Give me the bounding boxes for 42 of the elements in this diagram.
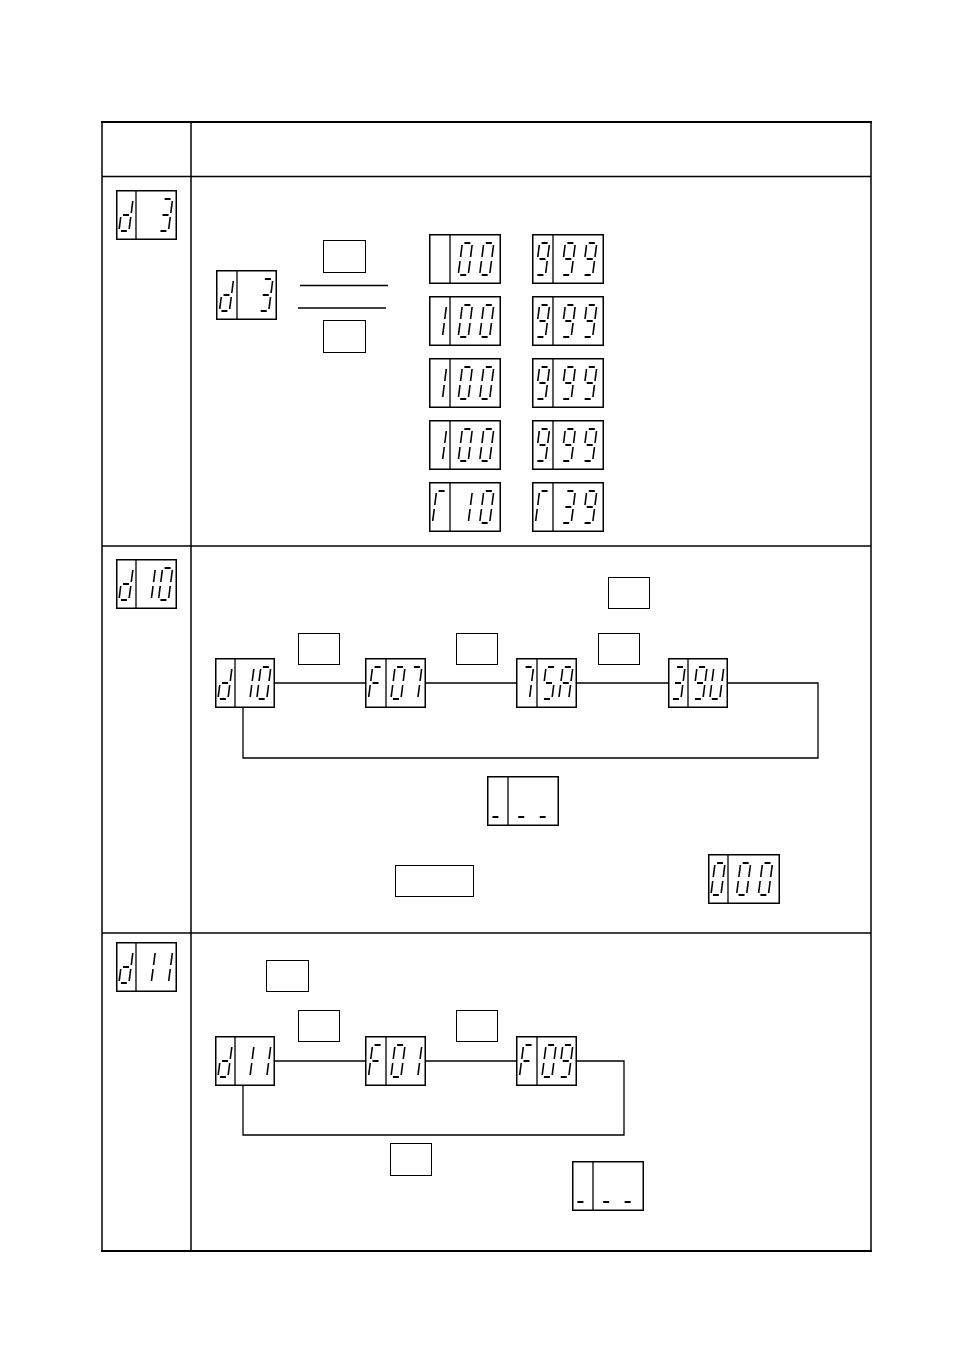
connector-line (576, 682, 669, 684)
connector-line (425, 682, 517, 684)
empty-box (266, 960, 309, 992)
connector-line (242, 1060, 625, 1136)
seven-segment-display (708, 854, 780, 904)
empty-box (456, 1010, 498, 1042)
seven-segment-display (572, 1161, 644, 1211)
seven-segment-display (215, 1036, 275, 1086)
seven-segment-display (429, 482, 501, 532)
connector-line (274, 682, 366, 684)
seven-segment-display (487, 776, 559, 826)
seven-segment-display (116, 942, 177, 992)
connector-line (274, 1060, 366, 1062)
seven-segment-display (365, 1036, 426, 1086)
empty-box (598, 633, 640, 665)
seven-segment-display (116, 190, 177, 240)
seven-segment-display (429, 296, 501, 346)
empty-box (395, 865, 474, 897)
seven-segment-display (532, 296, 604, 346)
seven-segment-display (532, 482, 604, 532)
empty-box (390, 1143, 432, 1176)
seven-segment-display (216, 270, 277, 320)
empty-box (456, 633, 498, 665)
seven-segment-display (429, 420, 501, 470)
empty-box (323, 320, 366, 353)
seven-segment-display (532, 420, 604, 470)
seven-segment-display (365, 658, 426, 708)
seven-segment-display (516, 1036, 577, 1086)
seven-segment-display (215, 658, 275, 708)
seven-segment-display (668, 658, 728, 708)
connector-line (242, 682, 819, 759)
seven-segment-display (532, 234, 604, 284)
empty-box (298, 1010, 340, 1042)
seven-segment-display (532, 358, 604, 408)
empty-box (608, 577, 650, 609)
empty-box (323, 240, 366, 273)
seven-segment-display (429, 358, 501, 408)
seven-segment-display (116, 559, 177, 609)
seven-segment-display (516, 658, 577, 708)
seven-segment-display (429, 234, 501, 284)
empty-box (298, 633, 340, 665)
connector-line (425, 1060, 517, 1062)
